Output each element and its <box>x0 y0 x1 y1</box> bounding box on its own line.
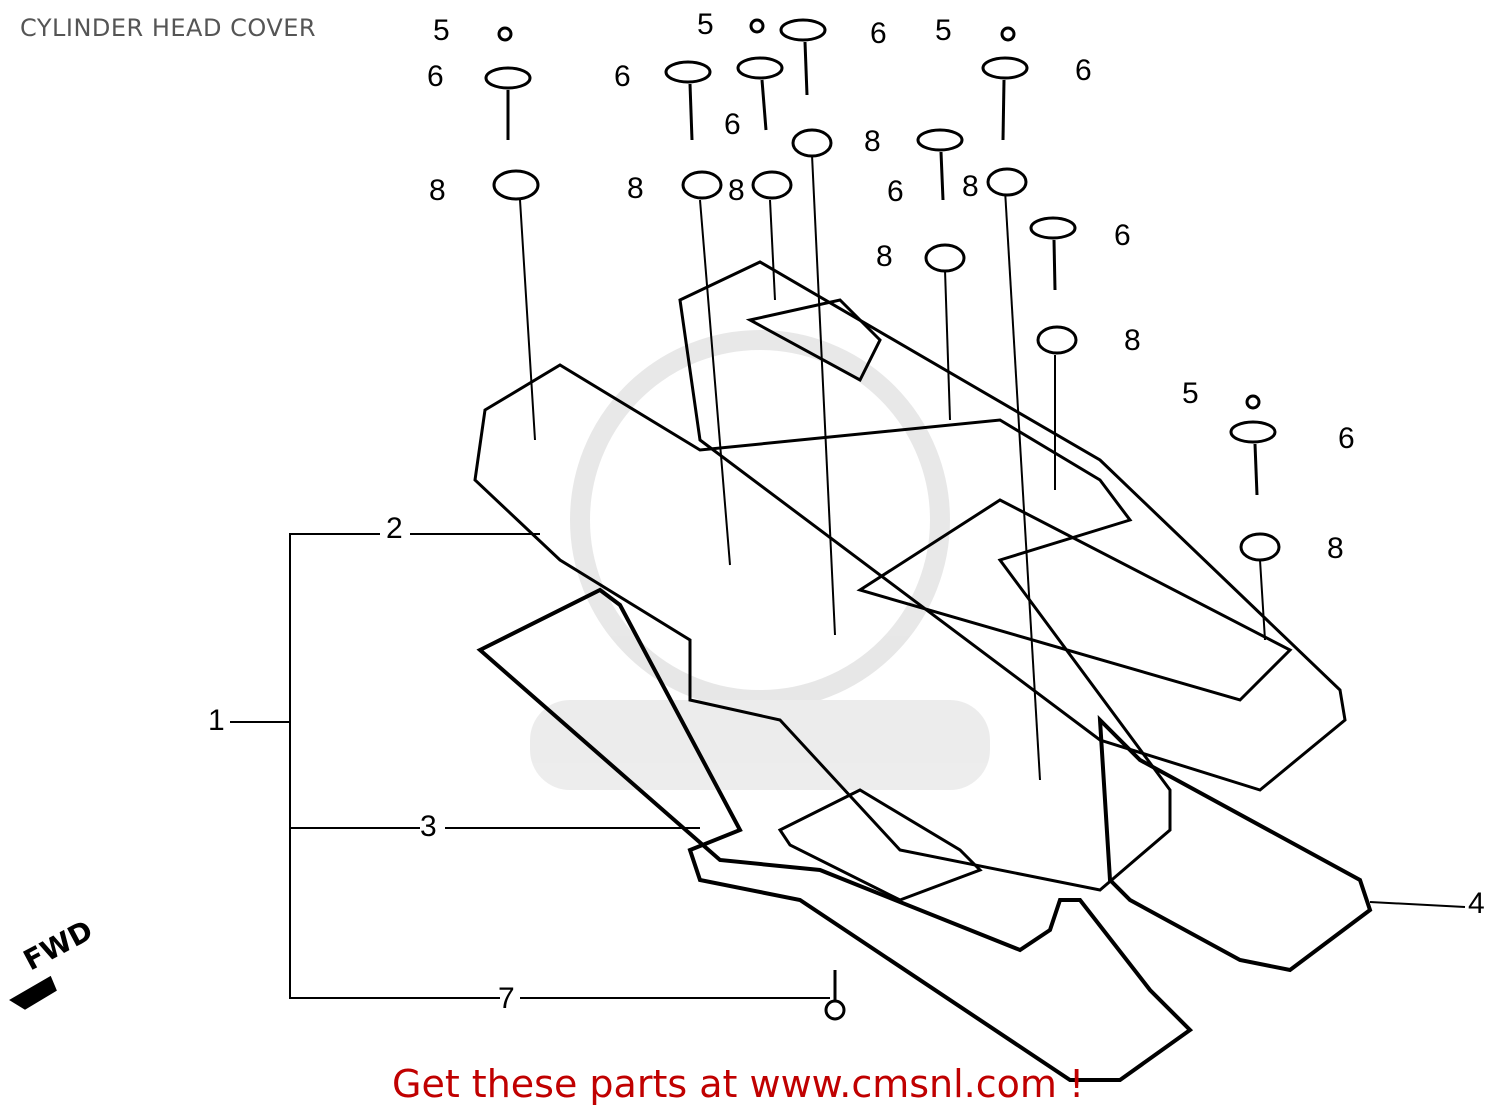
diagram-title: CYLINDER HEAD COVER <box>20 14 317 42</box>
bolt-6 <box>779 18 827 96</box>
washer-8 <box>791 128 833 158</box>
callout-6: 6 <box>1114 219 1131 252</box>
callout-2: 2 <box>386 512 403 545</box>
callout-8: 8 <box>876 240 893 273</box>
bolt-6 <box>916 128 964 201</box>
footer-link[interactable]: Get these parts at www.cmsnl.com ! <box>392 1062 1085 1106</box>
fwd-arrow-icon <box>9 975 57 1010</box>
washer-8 <box>492 169 540 201</box>
callout-8: 8 <box>864 125 881 158</box>
callout-8: 8 <box>962 170 979 203</box>
washer-8 <box>924 243 966 273</box>
callout-8: 8 <box>429 174 446 207</box>
callout-7: 7 <box>498 982 515 1015</box>
bolt-6 <box>981 56 1029 141</box>
callout-1: 1 <box>208 704 225 737</box>
watermark-logo <box>530 330 990 790</box>
callout-6: 6 <box>887 175 904 208</box>
callout-5: 5 <box>1182 377 1199 410</box>
callout-8: 8 <box>627 172 644 205</box>
bolt-6 <box>736 56 784 131</box>
callout-6: 6 <box>614 60 631 93</box>
cylinder-head-cover-rear <box>678 260 1347 792</box>
washer-8 <box>986 167 1028 197</box>
screw-7 <box>824 970 846 1021</box>
washer-8 <box>1239 532 1281 562</box>
callout-6: 6 <box>870 17 887 50</box>
bolts <box>484 18 1281 1021</box>
callout-8: 8 <box>1327 532 1344 565</box>
callout-3: 3 <box>420 810 437 843</box>
bolt-6 <box>1229 420 1277 496</box>
gasket-front <box>476 587 1194 1082</box>
callout-6: 6 <box>1075 54 1092 87</box>
cylinder-head-cover-front <box>473 363 1172 892</box>
bolt-6 <box>664 60 712 141</box>
gasket-rear <box>1097 714 1373 973</box>
breather-plate <box>777 788 983 902</box>
callout-6: 6 <box>427 60 444 93</box>
callout-6: 6 <box>724 108 741 141</box>
washer-8 <box>681 170 723 200</box>
washer-8 <box>751 170 793 200</box>
bolt-6 <box>1029 216 1077 291</box>
callout-6: 6 <box>1338 422 1355 455</box>
callout-8: 8 <box>1124 324 1141 357</box>
callout-4: 4 <box>1468 887 1485 920</box>
washer-8 <box>1036 325 1078 355</box>
bolt-6 <box>484 66 532 140</box>
callout-8: 8 <box>728 174 745 207</box>
callout-5: 5 <box>697 8 714 41</box>
callout-5: 5 <box>433 14 450 47</box>
callout-5: 5 <box>935 14 952 47</box>
